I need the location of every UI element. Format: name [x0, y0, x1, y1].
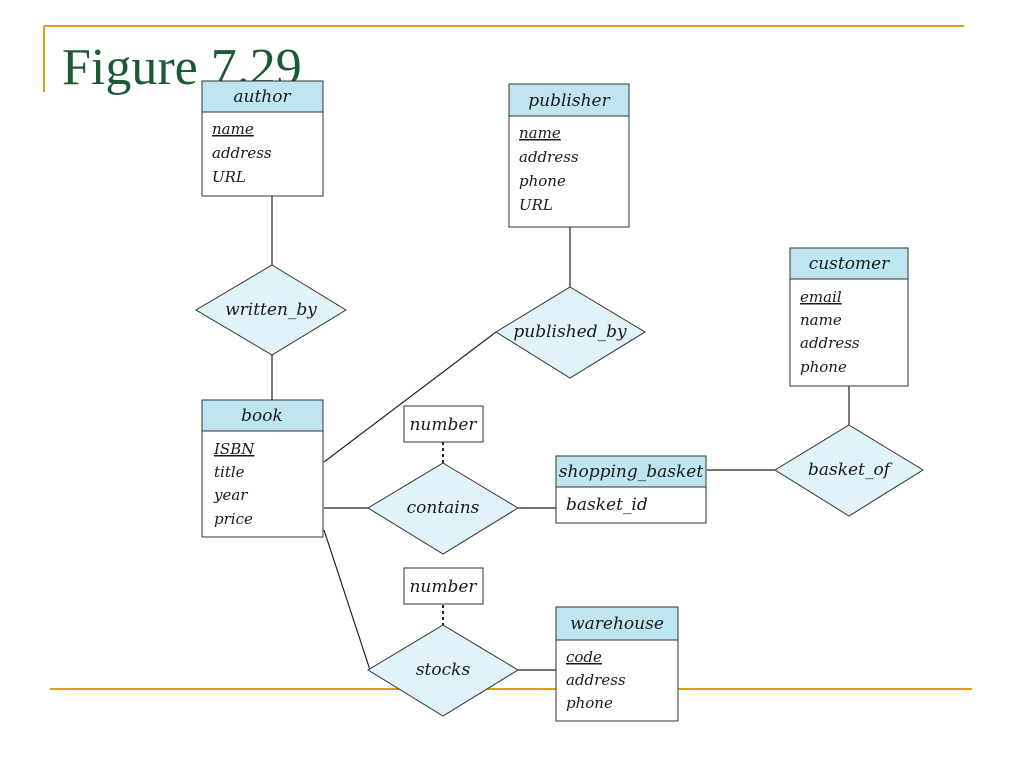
relationship-label: basket_of — [808, 460, 893, 480]
relationship-label: contains — [407, 498, 480, 518]
relationship-published_by: published_by — [495, 286, 646, 379]
attribute: phone — [519, 172, 566, 190]
entity-shopping_basket: shopping_basket basket_id — [555, 455, 707, 524]
attribute: address — [212, 144, 272, 162]
book-published_by-line — [323, 331, 497, 463]
entity-book: book ISBN title year price — [201, 399, 324, 538]
entity-customer: customer email name address phone — [789, 247, 909, 387]
attribute-key: name — [519, 124, 561, 142]
entity-author: author name address URL — [201, 80, 324, 197]
relationship-stocks: stocks — [367, 624, 519, 717]
attribute: URL — [519, 196, 553, 214]
relationship-label: stocks — [416, 660, 471, 680]
attribute: phone — [566, 694, 613, 712]
relationship-label: written_by — [225, 300, 317, 320]
attribute: address — [566, 671, 626, 689]
entity-warehouse: warehouse code address phone — [555, 606, 679, 722]
attribute: basket_id — [566, 495, 648, 515]
relationship-attribute-stocks-number: number — [403, 567, 484, 605]
attribute: address — [519, 148, 579, 166]
attribute: name — [800, 311, 842, 329]
attribute: phone — [800, 358, 847, 376]
relationship-basket_of: basket_of — [774, 424, 924, 517]
entity-publisher: publisher name address phone URL — [508, 83, 630, 228]
attribute: address — [800, 334, 860, 352]
entity-name: publisher — [528, 91, 610, 111]
relationship-label: published_by — [513, 322, 627, 342]
book-stocks-line — [323, 529, 371, 671]
relationship-attribute-label: number — [409, 415, 477, 435]
attribute: year — [213, 486, 248, 504]
relationship-attribute-contains-number: number — [403, 405, 484, 443]
attribute-key: email — [800, 288, 842, 306]
entity-name: warehouse — [570, 614, 664, 634]
connector-lines — [271, 196, 850, 671]
attribute: title — [214, 463, 245, 481]
relationship-contains: contains — [367, 462, 519, 555]
entity-name: customer — [809, 254, 890, 274]
entity-name: shopping_basket — [559, 462, 704, 482]
entity-name: author — [233, 87, 291, 107]
relationship-attribute-label: number — [409, 577, 477, 597]
attribute: URL — [212, 168, 246, 186]
relationship-written_by: written_by — [195, 264, 347, 356]
attribute: price — [214, 510, 253, 528]
attribute-key: ISBN — [213, 440, 255, 458]
attribute-key: name — [212, 120, 254, 138]
entity-name: book — [241, 406, 283, 426]
attribute-key: code — [566, 648, 602, 666]
